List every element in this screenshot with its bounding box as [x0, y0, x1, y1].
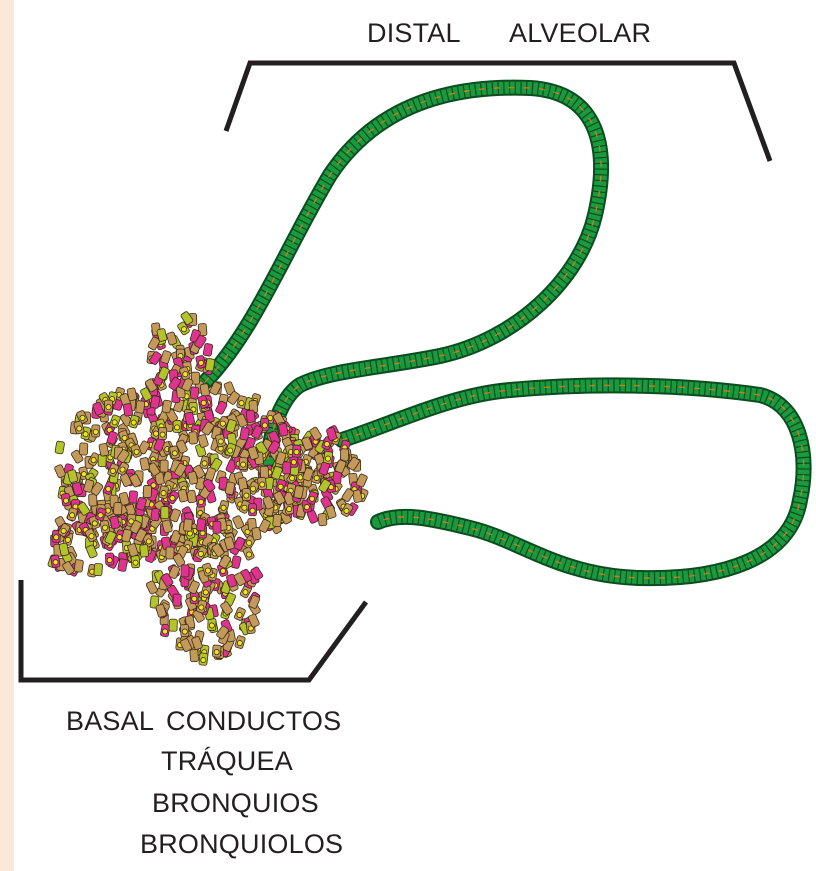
airway-cell [340, 449, 348, 461]
alveolar-cell-borders [205, 88, 601, 460]
airway-cell [318, 513, 327, 526]
airway-cell [231, 555, 242, 569]
airway-cell [100, 520, 110, 533]
airway-cell [246, 410, 255, 423]
airway-cell [166, 332, 177, 346]
airway-cell-cluster [47, 311, 368, 666]
airway-cell [200, 383, 210, 396]
airway-cell [248, 504, 256, 516]
airway-cell [213, 521, 221, 533]
airway-cell [190, 649, 199, 662]
airway-cell [260, 466, 269, 478]
airway-cell [208, 618, 216, 630]
airway-cell [273, 514, 282, 527]
airway-cell [140, 544, 149, 557]
airway-cell [292, 445, 301, 458]
airway-cell [278, 423, 288, 436]
airway-cell [123, 403, 133, 416]
airway-cell [92, 425, 100, 437]
airway-cell [162, 400, 172, 413]
airway-cell [294, 485, 304, 498]
airway-cell [169, 619, 177, 631]
label-bronquios: BRONQUIOS [152, 788, 319, 819]
label-bronquiolos: BRONQUIOLOS [140, 829, 343, 860]
airway-cell [94, 563, 103, 576]
airway-cell [51, 555, 61, 568]
airway-cell [135, 400, 144, 413]
airway-cell [282, 462, 290, 474]
airway-cell [242, 546, 254, 560]
airway-cell [356, 473, 368, 487]
airway-cell [225, 482, 235, 495]
airway-cell [199, 653, 208, 666]
airway-cell [159, 485, 169, 498]
alveolar-loop-outline [205, 88, 601, 460]
airway-cell [181, 565, 189, 577]
label-alveolar: ALVEOLAR [509, 18, 651, 49]
airway-cell [189, 432, 198, 445]
airway-cell [257, 477, 266, 490]
label-traquea: TRÁQUEA [161, 746, 293, 777]
airway-cell [180, 624, 189, 636]
airway-cell [143, 485, 151, 497]
airway-cell [131, 555, 140, 568]
airway-cell [99, 443, 109, 456]
airway-cell [55, 441, 65, 454]
airway-cell [205, 358, 215, 371]
label-conductos: CONDUCTOS [166, 706, 341, 737]
airway-cell [307, 491, 319, 505]
label-distal: DISTAL [367, 18, 461, 49]
airway-cell [118, 558, 128, 571]
airway-cell [212, 645, 221, 658]
alveolar-loop-cells [205, 88, 601, 460]
airway-cell [239, 457, 248, 469]
airway-cell [218, 500, 229, 514]
airway-cell [129, 491, 138, 504]
alveolar-accent-line [205, 88, 601, 460]
airway-cell [161, 507, 169, 519]
airway-cell [113, 502, 122, 514]
airway-cell [173, 594, 182, 606]
airway-cell [196, 518, 205, 531]
airway-cell [160, 350, 171, 364]
airway-cell [79, 443, 88, 455]
airway-cell [105, 400, 113, 412]
airway-cell [129, 415, 140, 429]
label-basal: BASAL [66, 706, 154, 737]
airway-cell [160, 624, 170, 637]
airway-cell [74, 559, 84, 572]
airway-cell [61, 493, 71, 506]
airway-cell [235, 635, 246, 649]
airway-cell [158, 427, 166, 439]
airway-cell [183, 519, 192, 532]
airway-cell [203, 343, 213, 356]
alveolar-loop-cells [342, 385, 804, 578]
airway-cell [242, 489, 250, 501]
airway-cell [173, 420, 181, 432]
distal-alveolar-bracket [226, 63, 770, 161]
airway-cell [160, 460, 168, 472]
airway-cell [105, 553, 113, 565]
